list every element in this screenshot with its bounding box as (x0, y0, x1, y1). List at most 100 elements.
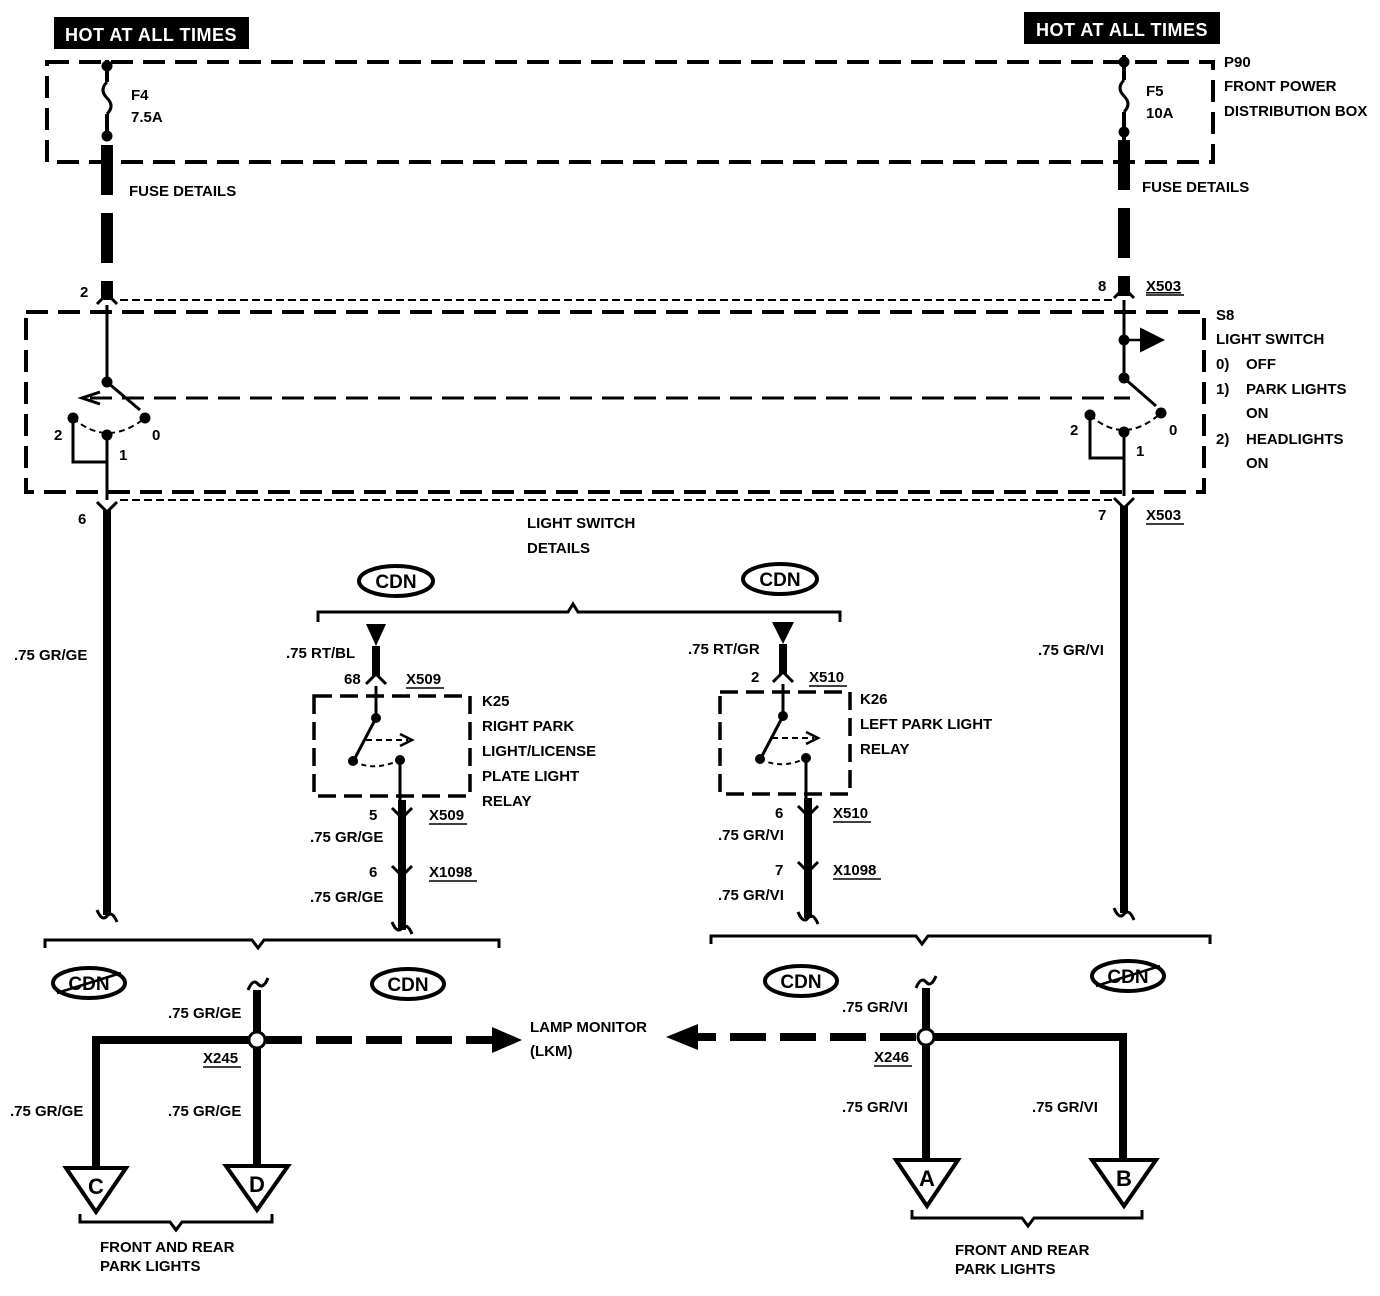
connector-x1098-right: X1098 (833, 862, 876, 879)
fuse-f5-name: F5 (1146, 83, 1164, 100)
park-lights-right-l1: FRONT AND REAR (955, 1242, 1090, 1259)
wire-x245-d-label: .75 GR/GE (168, 1103, 241, 1120)
hot-label-left: HOT AT ALL TIMES (54, 17, 249, 49)
cdn-top-brace (316, 601, 842, 622)
svg-text:B: B (1116, 1166, 1132, 1191)
light-switch-left-contacts (67, 305, 151, 500)
relay-k26-box (718, 690, 852, 796)
cdn-bottom-2: CDN (370, 967, 446, 1001)
terminal-a: A (892, 1158, 962, 1210)
terminal-b: B (1088, 1158, 1160, 1210)
pdb-line1: FRONT POWER (1224, 78, 1337, 95)
fuse-f4 (101, 60, 113, 142)
light-switch-details-line2: DETAILS (527, 540, 590, 557)
light-switch-pos2-num: 2) (1216, 431, 1229, 448)
relay-k25-box (312, 694, 472, 798)
connector-x503-top: X503 (1146, 278, 1181, 295)
svg-text:CDN: CDN (780, 972, 821, 993)
svg-text:A: A (919, 1166, 935, 1191)
splice-x245 (247, 1030, 267, 1050)
light-switch-title: LIGHT SWITCH (1216, 331, 1324, 348)
pin-left-bottom: 6 (78, 511, 86, 528)
relay-k25-id: K25 (482, 693, 510, 710)
wire-k26-in-label: .75 RT/GR (688, 641, 760, 658)
pin-right-top: 8 (1098, 278, 1106, 295)
svg-text:HOT AT ALL TIMES: HOT AT ALL TIMES (1036, 20, 1208, 40)
connector-x509-bottom: X509 (429, 807, 464, 824)
fuse-f5-rating: 10A (1146, 105, 1174, 122)
light-switch-id: S8 (1216, 307, 1234, 324)
pin-k26-top: 2 (751, 669, 759, 686)
wire-left-main-label: .75 GR/GE (14, 647, 87, 664)
cdn-bottom-brace-left (43, 938, 501, 951)
wire-k26-out2-label: .75 GR/VI (718, 887, 784, 904)
pin-k25-bottom: 5 (369, 807, 377, 824)
fuse-f5 (1118, 55, 1130, 140)
svg-text:HOT AT ALL TIMES: HOT AT ALL TIMES (65, 25, 237, 45)
connector-x1098-left: X1098 (429, 864, 472, 881)
relay-k25-l4: RELAY (482, 793, 531, 810)
connector-x245: X245 (203, 1050, 238, 1067)
park-lights-left-l2: PARK LIGHTS (100, 1258, 201, 1275)
fuse-f4-name: F4 (131, 87, 149, 104)
hot-label-right: HOT AT ALL TIMES (1024, 12, 1220, 44)
park-lights-right-l2: PARK LIGHTS (955, 1261, 1056, 1278)
svg-text:CDN: CDN (375, 572, 416, 593)
pdb-id: P90 (1224, 54, 1251, 71)
light-switch-pos2b: ON (1246, 455, 1269, 472)
wire-x246-a-label: .75 GR/VI (842, 1099, 908, 1116)
wire-k26-out-label: .75 GR/VI (718, 827, 784, 844)
pin-k26-x1098: 7 (775, 862, 783, 879)
light-switch-pos0: OFF (1246, 356, 1276, 373)
fuse-details-right: FUSE DETAILS (1142, 179, 1249, 196)
park-lights-brace-right (910, 1210, 1144, 1229)
light-switch-pos1-num: 1) (1216, 381, 1229, 398)
relay-k25-l1: RIGHT PARK (482, 718, 574, 735)
cdn-top-right: CDN (741, 562, 819, 596)
switch-left-pos0: 0 (152, 427, 160, 444)
terminal-c: C (62, 1166, 130, 1216)
svg-text:CDN: CDN (68, 974, 109, 995)
wire-k25-in-label: .75 RT/BL (286, 645, 355, 662)
pin-k26-bottom: 6 (775, 805, 783, 822)
wire-x245-c-label: .75 GR/GE (10, 1103, 83, 1120)
connector-x510-top: X510 (809, 669, 844, 686)
cdn-top-left: CDN (357, 564, 435, 598)
lamp-monitor-l1: LAMP MONITOR (530, 1019, 647, 1036)
wire-x246-in-label: .75 GR/VI (842, 999, 908, 1016)
cdn-bottom-3: CDN (763, 964, 839, 998)
switch-left-pos2: 2 (54, 427, 62, 444)
park-lights-brace-left (78, 1214, 274, 1233)
pin-left-top: 2 (80, 284, 88, 301)
terminal-d: D (222, 1164, 292, 1214)
switch-right-pos2: 2 (1070, 422, 1078, 439)
relay-k26-l1: LEFT PARK LIGHT (860, 716, 992, 733)
svg-text:CDN: CDN (387, 975, 428, 996)
switch-right-pos0: 0 (1169, 422, 1177, 439)
light-switch-pos1a: PARK LIGHTS (1246, 381, 1347, 398)
light-switch-pos1b: ON (1246, 405, 1269, 422)
fuse-details-left: FUSE DETAILS (129, 183, 236, 200)
light-switch-pos0-num: 0) (1216, 356, 1229, 373)
relay-k26-id: K26 (860, 691, 888, 708)
cdn-bottom-brace-right (709, 934, 1212, 947)
connector-x509-top: X509 (406, 671, 441, 688)
light-switch-details-line1: LIGHT SWITCH (527, 515, 635, 532)
pin-k25-x1098: 6 (369, 864, 377, 881)
wire-k25-out-label: .75 GR/GE (310, 829, 383, 846)
light-switch-box (24, 310, 1206, 494)
svg-text:CDN: CDN (759, 570, 800, 591)
switch-left-pos1: 1 (119, 447, 127, 464)
connector-x510-bottom: X510 (833, 805, 868, 822)
pin-right-bottom: 7 (1098, 507, 1106, 524)
splice-x246 (916, 1027, 936, 1047)
park-lights-left-l1: FRONT AND REAR (100, 1239, 235, 1256)
connector-x503-bottom: X503 (1146, 507, 1181, 524)
wire-x245-in-label: .75 GR/GE (168, 1005, 241, 1022)
wire-right-main-label: .75 GR/VI (1038, 642, 1104, 659)
fuse-f4-rating: 7.5A (131, 109, 163, 126)
relay-k25-l2: LIGHT/LICENSE (482, 743, 596, 760)
connector-x246: X246 (874, 1049, 909, 1066)
relay-k25-l3: PLATE LIGHT (482, 768, 579, 785)
svg-text:CDN: CDN (1107, 967, 1148, 988)
